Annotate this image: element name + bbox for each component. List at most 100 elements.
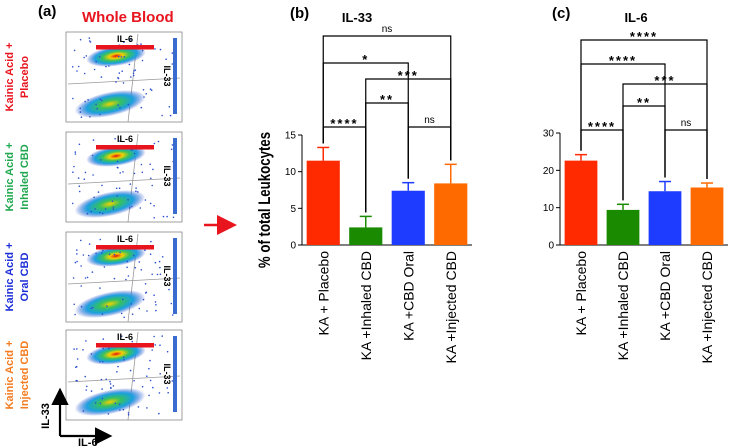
group-label: Kainic Acid +Injected CBD [4,341,31,410]
scatter-dot [73,165,75,168]
scatter-dot [80,265,82,267]
il6-gate-label: IL-6 [117,134,133,144]
scatter-dot [87,99,89,101]
group-label-line2: Inhaled CBD [19,144,31,209]
cell-population [74,290,146,318]
scatter-dot [123,41,125,43]
flow-axis-x-label: IL-6 [78,437,98,447]
panel-label: (c) [552,5,570,22]
scatter-dot [111,200,114,202]
group-label-line2: Placebo [19,56,31,98]
scatter-dot [74,313,76,316]
scatter-dot [83,56,85,59]
scatter-dot [149,202,152,205]
significance-label: **** [609,53,637,68]
scatter-dot [96,107,98,110]
scatter-dot [140,163,143,166]
scatter-dot [76,358,79,360]
significance-label: *** [398,68,419,83]
il6-gate-label: IL-6 [117,332,133,342]
scatter-dot [117,365,119,368]
scatter-dot [86,212,89,215]
group-label: Kainic Acid +Oral CBD [4,243,31,312]
scatter-dot [140,106,143,109]
group-label-line2: Injected CBD [19,341,31,410]
scatter-dot [101,313,104,315]
scatter-dot [133,379,135,382]
scatter-dot [171,63,174,65]
il33-gate-bar [173,38,177,114]
scatter-dot [130,76,132,78]
il6-gate-bar [96,45,154,50]
scatter-dot [102,249,104,252]
scatter-dot [171,52,174,54]
scatter-dot [135,187,137,189]
scatter-dot [93,68,96,71]
y-tick-label: 10 [543,203,555,214]
il6-gate-bar [96,145,154,150]
il33-gate-bar [173,238,177,314]
significance-label: ** [637,95,651,110]
scatter-dot [139,207,142,209]
cell-population [74,190,146,218]
scatter-dot [113,277,116,280]
scatter-dot [92,174,94,176]
scatter-dot [74,261,77,264]
scatter-dot [82,254,85,256]
scatter-dot [84,171,87,174]
scatter-dot [84,375,86,378]
scatter-dot [76,70,78,72]
scatter-dot [170,148,173,151]
scatter-dot [153,217,155,219]
bar [349,227,383,245]
scatter-dot [102,347,104,350]
scatter-dot [76,348,78,350]
il6-gate-bar [96,245,154,250]
il6-gate-label: IL-6 [117,234,133,244]
scatter-dot [144,199,147,201]
scatter-dot [99,238,102,241]
scatter-dot [151,184,153,187]
scatter-dot [129,183,132,185]
scatter-dot [130,303,133,305]
scatter-dot [141,49,144,52]
il33-gate-bar [173,138,177,214]
scatter-dot [122,82,125,84]
scatter-dot [166,215,168,218]
scatter-dot [122,356,125,359]
scatter-dot [166,387,169,389]
scatter-dot [143,96,145,98]
scatter-dot [72,277,75,279]
scatter-dot [137,191,139,193]
significance-bracket [580,129,624,201]
scatter-dot [149,253,152,255]
scatter-dot [149,88,152,90]
il6-gate-bar [96,343,154,348]
scatter-dot [144,292,147,294]
bar [434,183,468,245]
scatter-dot [114,402,117,405]
scatter-dot [100,378,103,381]
scatter-dot [73,303,75,306]
scatter-dot [90,307,92,310]
scatter-dot [102,361,104,363]
scatter-dot [115,81,117,83]
scatter-dot [118,55,120,58]
scatter-dot [76,253,78,255]
scatter-dot [117,104,119,106]
whole-blood-title: Whole Blood [82,9,174,26]
y-tick-label: 5 [290,204,296,215]
significance-label: *** [654,73,675,88]
scatter-dot [170,302,173,305]
il33-gate-label: IL-33 [162,65,172,86]
bar [690,187,724,245]
scatter-dot [71,66,74,68]
scatter-dot [158,260,161,263]
group-label-line1: Kainic Acid + [4,341,16,410]
category-label: KA +CBD Oral [657,251,673,341]
scatter-dot [101,388,103,390]
y-tick-label: 30 [543,129,555,140]
scatter-dot [166,350,169,353]
